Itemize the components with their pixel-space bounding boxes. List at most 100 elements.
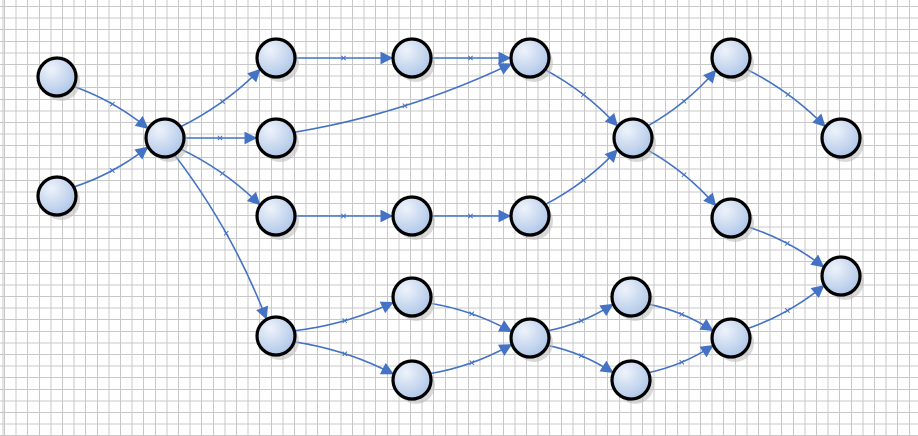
node-n2[interactable]: [36, 175, 80, 220]
edge-midpoint-marker: [469, 311, 475, 317]
edge-n4-n8: [294, 51, 394, 65]
node-circle: [509, 317, 551, 359]
edge-n11-n12: [544, 149, 618, 206]
edge-line: [294, 301, 394, 332]
node-circle: [820, 117, 862, 159]
edge-n10-n11: [430, 209, 512, 223]
edge-line: [429, 302, 513, 333]
edge-midpoint-marker: [784, 307, 790, 314]
node-n15[interactable]: [710, 197, 754, 242]
edge-n2-n3: [73, 146, 149, 188]
node-n20[interactable]: [610, 276, 654, 321]
node-n13[interactable]: [710, 37, 754, 82]
edge-n17-n19: [429, 302, 513, 333]
edge-n21-n22: [648, 345, 714, 374]
edge-line: [747, 285, 825, 330]
node-n5[interactable]: [255, 117, 299, 162]
edge-line: [747, 226, 825, 268]
edge-n6-n10: [294, 209, 394, 223]
edge-line: [647, 149, 717, 207]
node-circle: [36, 56, 78, 98]
edge-midpoint-marker: [679, 311, 685, 317]
node-n18[interactable]: [391, 359, 435, 404]
edge-n19-n21: [547, 344, 614, 374]
node-n11[interactable]: [509, 195, 553, 240]
edge-n3-n5: [184, 131, 258, 145]
edge-midpoint-marker: [578, 318, 584, 324]
edge-n8-n9: [430, 51, 512, 65]
node-n21[interactable]: [610, 359, 654, 404]
edge-midpoint-marker: [681, 98, 687, 104]
edge-midpoint-marker: [467, 213, 474, 219]
edge-midpoint-marker: [217, 135, 223, 141]
node-circle: [255, 37, 297, 79]
node-circle: [509, 37, 551, 79]
node-n6[interactable]: [255, 195, 299, 240]
edge-line: [547, 303, 614, 332]
edge-midpoint-marker: [223, 230, 229, 236]
edge-line: [647, 69, 717, 127]
edge-midpoint-marker: [342, 351, 348, 357]
edge-midpoint-marker: [467, 55, 474, 61]
node-n3[interactable]: [144, 117, 188, 162]
node-n17[interactable]: [391, 276, 435, 321]
node-circle: [710, 317, 752, 359]
node-n7[interactable]: [255, 315, 299, 360]
node-n16[interactable]: [820, 255, 864, 300]
edge-n9-n12: [544, 68, 619, 127]
node-n10[interactable]: [391, 195, 435, 240]
node-circle: [610, 359, 652, 401]
edge-line: [73, 146, 149, 188]
edge-midpoint-marker: [219, 99, 226, 105]
edge-line: [173, 154, 269, 320]
edge-n1-n3: [73, 85, 149, 129]
node-n1[interactable]: [36, 56, 80, 101]
node-circle: [144, 117, 186, 159]
node-n12[interactable]: [612, 117, 656, 162]
node-n19[interactable]: [509, 317, 553, 362]
edge-midpoint-marker: [580, 92, 587, 98]
edge-n12-n13: [647, 69, 717, 127]
edge-midpoint-marker: [681, 172, 687, 178]
node-n8[interactable]: [391, 37, 435, 82]
node-circle: [610, 276, 652, 318]
edge-midpoint-marker: [580, 177, 586, 183]
node-circle: [612, 117, 654, 159]
edge-n22-n16: [747, 285, 825, 330]
edge-midpoint-marker: [679, 359, 685, 365]
edge-line: [293, 341, 395, 375]
edge-midpoint-marker: [340, 213, 347, 219]
node-circle: [820, 255, 862, 297]
edge-n5-n9: [293, 63, 513, 134]
node-circle: [255, 195, 297, 237]
nodes-layer: [36, 37, 864, 404]
node-circle: [391, 195, 433, 237]
edge-n12-n15: [647, 149, 717, 207]
node-circle: [710, 197, 752, 239]
node-n4[interactable]: [255, 37, 299, 82]
edge-n20-n22: [648, 303, 714, 332]
edge-midpoint-marker: [219, 170, 225, 176]
node-n22[interactable]: [710, 317, 754, 362]
node-circle: [36, 175, 78, 217]
node-circle: [391, 37, 433, 79]
edge-line: [180, 148, 261, 206]
edge-line: [648, 345, 714, 374]
edge-line: [544, 68, 619, 127]
edge-midpoint-marker: [109, 101, 115, 107]
edge-midpoint-marker: [342, 318, 348, 324]
edge-midpoint-marker: [785, 91, 791, 97]
edge-line: [648, 303, 714, 332]
edge-line: [544, 149, 618, 206]
node-circle: [391, 359, 433, 401]
node-n14[interactable]: [820, 117, 864, 162]
edge-n7-n18: [293, 341, 395, 375]
edge-n15-n16: [747, 226, 825, 268]
edge-n19-n20: [547, 303, 614, 332]
node-circle: [391, 276, 433, 318]
edge-midpoint-marker: [469, 360, 475, 366]
edge-n3-n4: [180, 68, 261, 128]
node-n9[interactable]: [509, 37, 553, 82]
edge-n3-n6: [180, 148, 261, 206]
